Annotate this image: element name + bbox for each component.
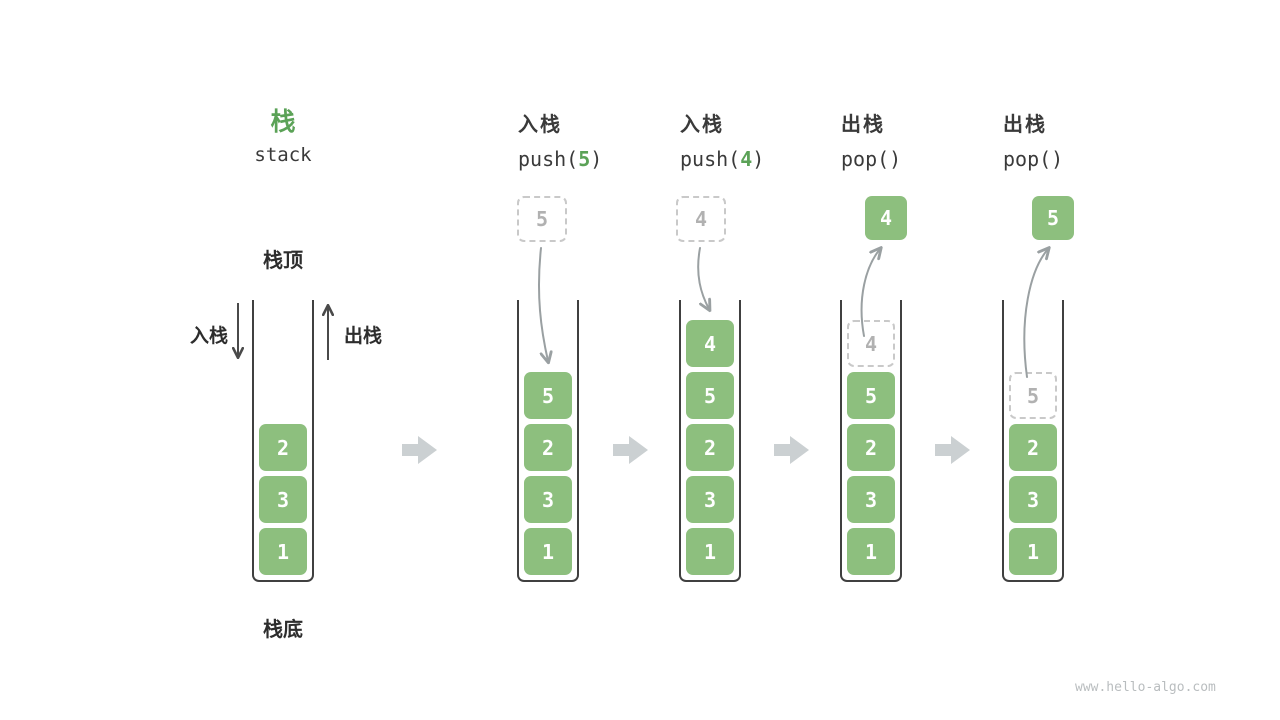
stack-cell: 5	[524, 372, 572, 419]
stack-cell: 2	[847, 424, 895, 471]
stack-cell: 3	[1009, 476, 1057, 523]
stack-top-label: 栈顶	[263, 248, 303, 272]
operation-code-label: pop()	[841, 147, 902, 171]
right-arrow-icon	[402, 436, 437, 464]
right-arrow-icon	[613, 436, 648, 464]
diagram-subtitle: stack	[254, 144, 312, 166]
stack-cell: 1	[524, 528, 572, 575]
diagram-title: 栈	[270, 107, 296, 136]
right-arrow-icon	[774, 436, 809, 464]
operation-action-label: 出栈	[1003, 112, 1047, 136]
watermark: www.hello-algo.com	[1075, 680, 1216, 695]
floating-cell: 5	[517, 196, 567, 242]
popped-cell: 5	[1009, 372, 1057, 419]
operation-label: 出栈 pop()	[1003, 108, 1063, 171]
stack-cell: 5	[686, 372, 734, 419]
operation-action-label: 出栈	[841, 112, 885, 136]
stack-cell: 3	[686, 476, 734, 523]
operation-code-label: push(4)	[680, 147, 765, 171]
stack-cell: 1	[1009, 528, 1057, 575]
stack-cell: 3	[524, 476, 572, 523]
stack-cell: 2	[524, 424, 572, 471]
stack-bottom-label: 栈底	[263, 617, 303, 641]
stack-cell: 2	[259, 424, 307, 471]
stack-cell: 3	[847, 476, 895, 523]
stack-cell: 1	[259, 528, 307, 575]
floating-cell: 4	[676, 196, 726, 242]
stack-cell: 3	[259, 476, 307, 523]
stack-cell: 5	[847, 372, 895, 419]
operation-label: 出栈 pop()	[841, 108, 901, 171]
operation-action-label: 入栈	[518, 112, 562, 136]
operation-argument: 4	[740, 147, 753, 171]
stack-cell: 1	[686, 528, 734, 575]
stack-cell: 1	[847, 528, 895, 575]
operation-label: 入栈 push(4)	[680, 108, 764, 171]
push-side-label: 入栈	[189, 325, 228, 347]
operation-label: 入栈 push(5)	[518, 108, 602, 171]
operation-action-label: 入栈	[680, 112, 724, 136]
stack-cell: 2	[686, 424, 734, 471]
floating-cell: 4	[865, 196, 907, 240]
operation-argument: 5	[578, 147, 591, 171]
popped-cell: 4	[847, 320, 895, 367]
stack-cell: 4	[686, 320, 734, 367]
right-arrow-icon	[935, 436, 970, 464]
operation-code-label: pop()	[1003, 147, 1064, 171]
floating-cell: 5	[1032, 196, 1074, 240]
stack-cell: 2	[1009, 424, 1057, 471]
pop-side-label: 出栈	[344, 325, 383, 347]
operation-code-label: push(5)	[518, 147, 603, 171]
